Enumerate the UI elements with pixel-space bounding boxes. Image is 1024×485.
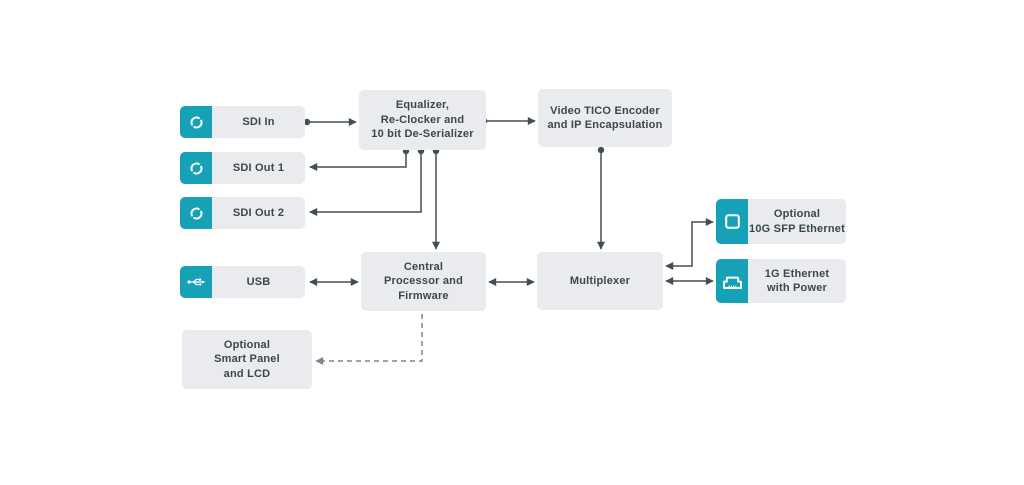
block-label: Optional Smart Panel and LCD [214,338,280,380]
block-label: Video TICO Encoder and IP Encapsulation [547,104,663,132]
block-smart-panel: Optional Smart Panel and LCD [182,330,312,389]
bnc-connector-icon [180,106,212,138]
block-central-processor: Central Processor and Firmware [361,252,486,311]
port-label: SDI Out 1 [232,161,285,174]
port-sdi-out-2: SDI Out 2 [180,197,305,229]
block-label: Multiplexer [569,274,631,287]
bnc-connector-icon [180,197,212,229]
port-sdi-in: SDI In [180,106,305,138]
port-label: USB [246,275,271,288]
sfp-module-icon [716,199,748,244]
port-sdi-out-1: SDI Out 1 [180,152,305,184]
block-label: Central Processor and Firmware [383,260,464,302]
ethernet-port-icon [716,259,748,303]
block-multiplexer: Multiplexer [537,252,663,310]
port-label: SDI In [242,115,275,128]
port-usb: USB [180,266,305,298]
block-label: Equalizer, Re-Clocker and 10 bit De-Seri… [371,99,474,141]
port-label: 1G Ethernet with Power [764,267,830,295]
bnc-connector-icon [180,152,212,184]
port-10g-sfp-ethernet: Optional 10G SFP Ethernet [716,199,846,244]
port-label: SDI Out 2 [232,206,285,219]
block-equalizer: Equalizer, Re-Clocker and 10 bit De-Seri… [359,90,486,150]
block-video-tico-encoder: Video TICO Encoder and IP Encapsulation [538,89,672,147]
usb-icon [180,266,212,298]
port-1g-ethernet: 1G Ethernet with Power [716,259,846,303]
port-label: Optional 10G SFP Ethernet [749,208,845,235]
